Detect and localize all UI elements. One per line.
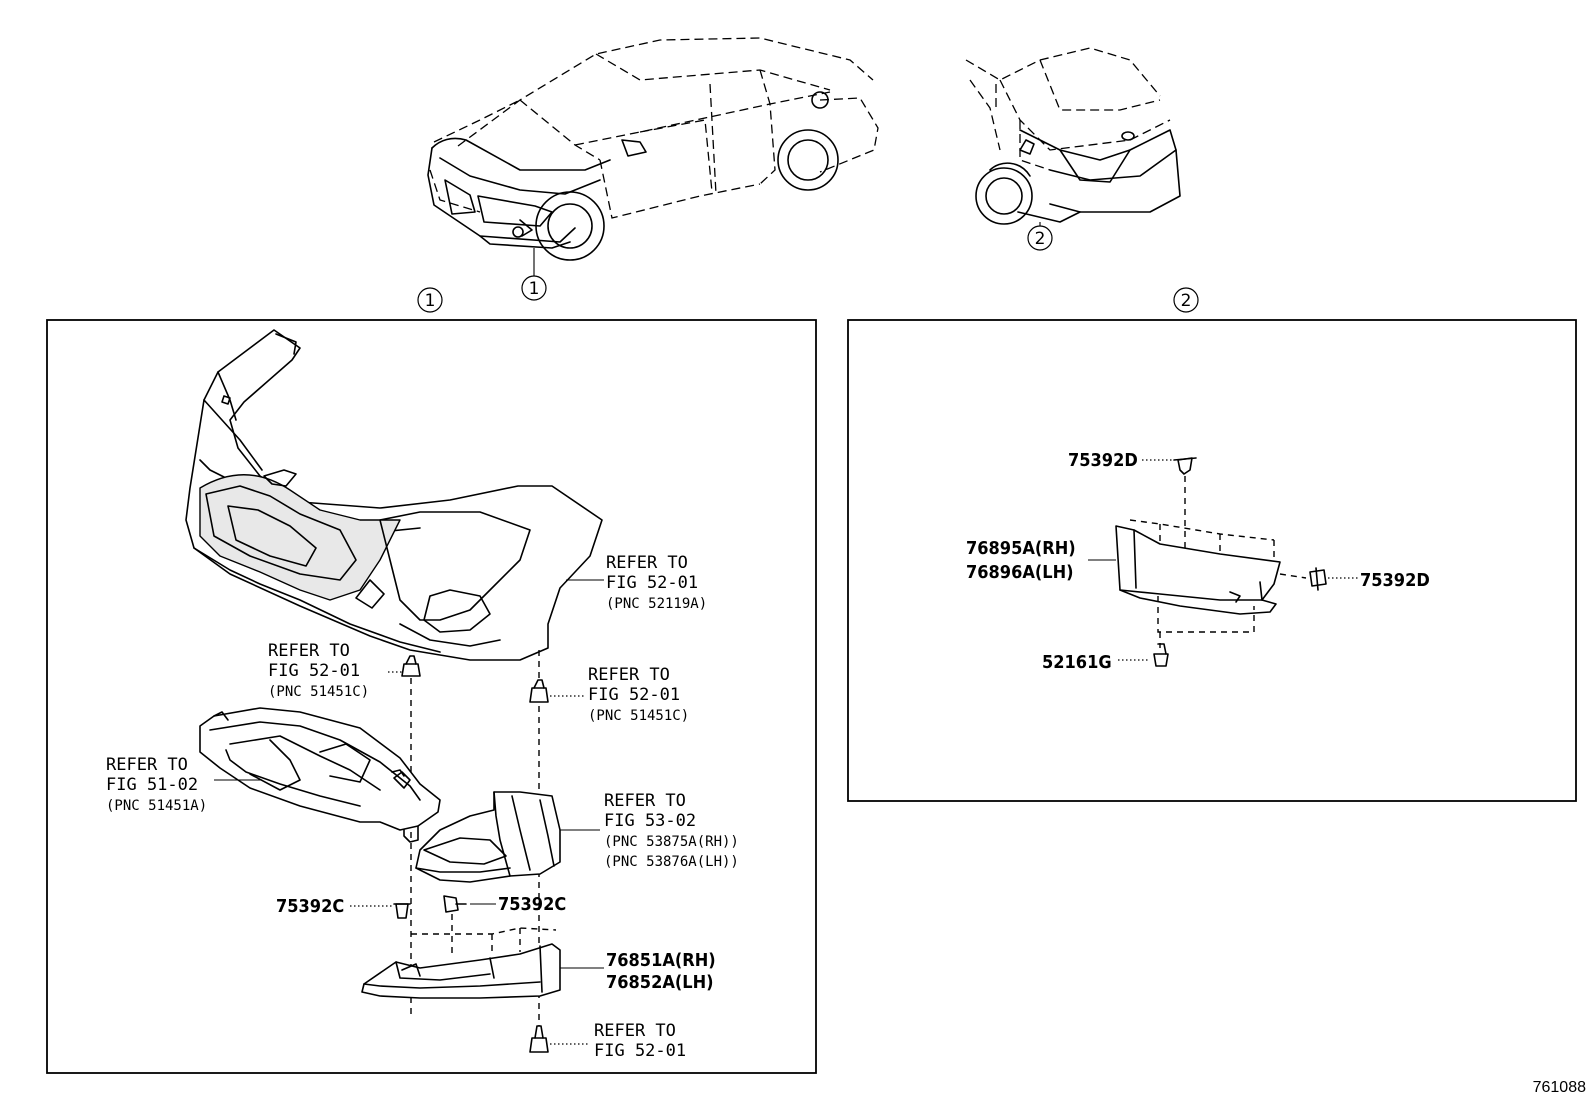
callout-2-panel: 2 — [1181, 291, 1192, 311]
clip-75392d-top-icon — [1173, 457, 1197, 475]
part-75392d-side: 75392D — [1360, 570, 1430, 591]
callout-2-top: 2 — [1035, 229, 1046, 249]
engine-under-cover — [199, 707, 441, 843]
clip-75392c-left-icon — [393, 903, 411, 919]
ref-clip-left-line2: FIG 52-01 — [268, 661, 360, 681]
ref-clip-right-line1: REFER TO — [588, 665, 670, 685]
part-76895a-rh: 76895A(RH) — [966, 538, 1076, 559]
part-75392c-left: 75392C — [276, 896, 344, 917]
clip-75392c-right-icon — [443, 895, 467, 913]
ref-front-bumper-line2: FIG 52-01 — [606, 573, 698, 593]
callout-1-top: 1 — [529, 279, 540, 299]
rear-parts-panel — [847, 319, 1577, 802]
ref-clip-right-line3: (PNC 51451C) — [588, 708, 689, 724]
front-spoiler — [361, 927, 561, 999]
part-75392c-right: 75392C — [498, 894, 566, 915]
ref-clip-left-line3: (PNC 51451C) — [268, 684, 369, 700]
part-52161g: 52161G — [1042, 652, 1112, 673]
car-front-view: 1 — [427, 37, 879, 301]
ref-side-cover-line1: REFER TO — [604, 791, 686, 811]
rear-spoiler — [1115, 519, 1281, 615]
car-rear-view: 2 — [965, 47, 1181, 251]
ref-clip-left-line1: REFER TO — [268, 641, 350, 661]
part-76851a-rh: 76851A(RH) — [606, 950, 716, 971]
side-cover — [415, 791, 561, 883]
part-75392d-top: 75392D — [1068, 450, 1138, 471]
ref-side-cover: REFER TO FIG 53-02 (PNC 53875A(RH)) (PNC… — [604, 791, 739, 870]
part-76896a-lh: 76896A(LH) — [966, 562, 1074, 583]
ref-under-cover-line3: (PNC 51451A) — [106, 798, 207, 814]
clip-right-icon — [529, 679, 549, 703]
ref-clip-right-line2: FIG 52-01 — [588, 685, 680, 705]
ref-under-cover-line2: FIG 51-02 — [106, 775, 198, 795]
ref-front-bumper: REFER TO FIG 52-01 (PNC 52119A) — [606, 553, 707, 612]
front-parts-panel — [46, 319, 817, 1074]
ref-side-cover-line2: FIG 53-02 — [604, 811, 696, 831]
figure-number: 761088 — [1533, 1079, 1586, 1096]
ref-front-bumper-line1: REFER TO — [606, 553, 688, 573]
ref-clip-right: REFER TO FIG 52-01 (PNC 51451C) — [588, 665, 689, 724]
screw-52161g-icon — [1153, 643, 1169, 667]
ref-under-cover-line1: REFER TO — [106, 755, 188, 775]
ref-clip-left: REFER TO FIG 52-01 (PNC 51451C) — [268, 641, 369, 700]
ref-side-cover-line4: (PNC 53876A(LH)) — [604, 854, 739, 870]
callout-1-panel: 1 — [425, 291, 436, 311]
part-76852a-lh: 76852A(LH) — [606, 972, 714, 993]
ref-side-cover-line3: (PNC 53875A(RH)) — [604, 834, 739, 850]
ref-screw-line1: REFER TO — [594, 1021, 676, 1041]
clip-75392d-side-icon — [1309, 567, 1327, 591]
ref-screw: REFER TO FIG 52-01 — [594, 1021, 686, 1061]
ref-screw-line2: FIG 52-01 — [594, 1041, 686, 1061]
screw-front-icon — [529, 1025, 549, 1053]
clip-left-icon — [401, 655, 421, 677]
ref-under-cover: REFER TO FIG 51-02 (PNC 51451A) — [106, 755, 207, 814]
front-bumper-cover — [185, 329, 603, 661]
ref-front-bumper-line3: (PNC 52119A) — [606, 596, 707, 612]
